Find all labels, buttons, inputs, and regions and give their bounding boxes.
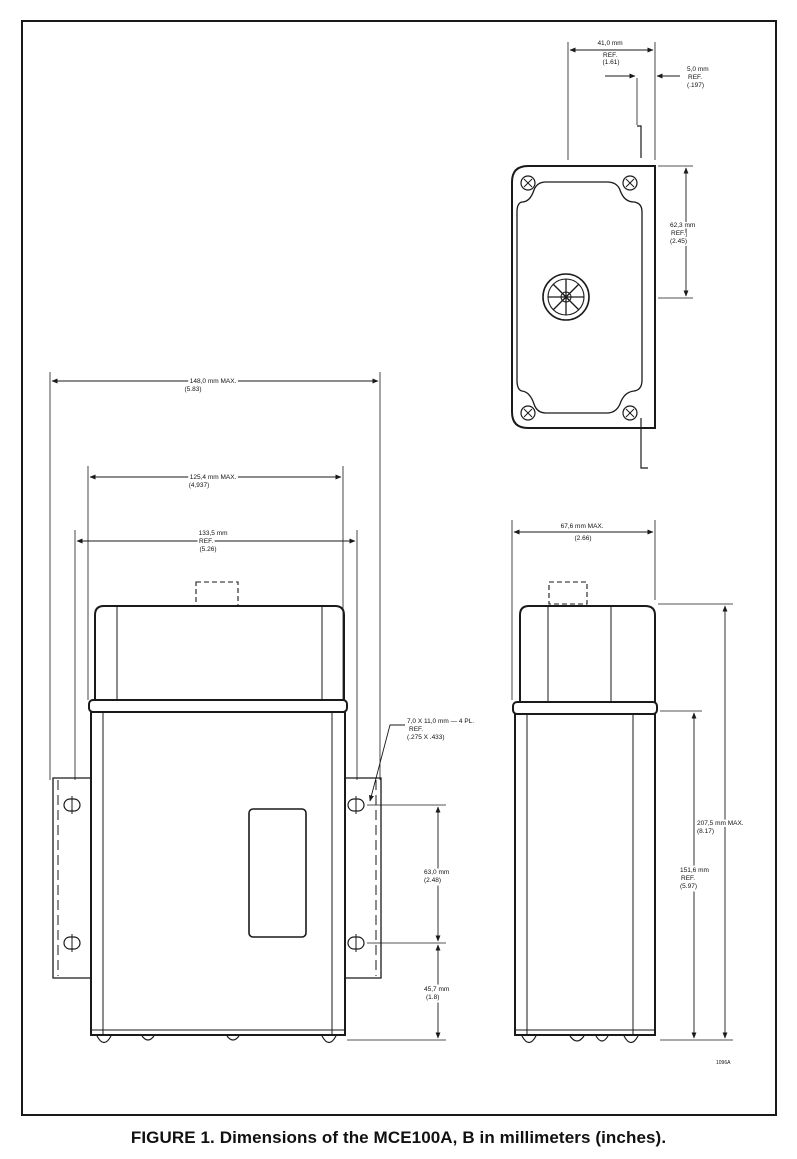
drawing-code: 1096A (716, 1060, 731, 1066)
top-height-label: 62,3 mm REF. (2.45) (670, 222, 697, 245)
corner-screw-icon (520, 175, 536, 191)
top-width-label: 41,0 mm REF. (1.61) (597, 40, 624, 66)
corner-screw-icon (520, 405, 536, 421)
overall-height-label: 207,5 mm MAX. (8.17) (697, 820, 745, 835)
figure-caption: FIGURE 1. Dimensions of the MCE100A, B i… (130, 1128, 667, 1147)
hole-spacing-label: 63,0 mm (2.48) (424, 869, 451, 884)
connector-outline (195, 581, 239, 607)
front-cover (94, 605, 345, 700)
mount-spacing-label: 133,5 mm REF. (5.26) (199, 530, 230, 553)
side-view: 67,6 mm MAX. (2.66) 207,5 mm MAX. (8.17)… (511, 520, 746, 1044)
gasket-outline (516, 181, 643, 414)
body-width-label: 125,4 mm MAX. (4,937) (189, 474, 239, 489)
top-offset-label: 5,0 mm REF. (.197) (687, 66, 710, 89)
slot-leader-line (369, 724, 405, 802)
vent-grille-icon (542, 273, 590, 321)
top-view-housing (511, 165, 656, 429)
side-feet (521, 1035, 639, 1044)
side-cover (519, 605, 656, 702)
front-feet (96, 1035, 337, 1044)
front-body (90, 711, 346, 1036)
top-view: 41,0 mm REF. (1.61) 5,0 mm REF. (.197) 6… (511, 40, 710, 469)
side-body (514, 713, 656, 1036)
mounting-slot-icon (347, 934, 365, 952)
corner-screw-icon (622, 175, 638, 191)
mounting-slot-icon (63, 934, 81, 952)
side-connector-outline (548, 581, 588, 605)
bottom-hole-label: 45,7 mm (1.8) (424, 986, 451, 1001)
overall-width-label: 148,0 mm MAX. (5.83) (185, 378, 239, 393)
depth-label: 67,6 mm MAX. (2.66) (561, 523, 606, 542)
front-joint-band (88, 699, 348, 713)
left-mounting-flange (52, 777, 91, 979)
front-view: 148,0 mm MAX. (5.83) 125,4 mm MAX. (4,93… (49, 372, 476, 1044)
right-mounting-flange (344, 777, 382, 979)
mounting-slot-icon (63, 796, 81, 814)
drawing-frame (21, 20, 777, 1116)
mounting-slot-icon (347, 796, 365, 814)
corner-screw-icon (622, 405, 638, 421)
display-window (248, 808, 307, 938)
body-height-label: 151,6 mm REF. (5.97) (680, 867, 711, 890)
slot-label: 7,0 X 11,0 mm — 4 PL. REF. (.275 X .433) (407, 718, 476, 741)
side-joint-band (512, 701, 658, 715)
